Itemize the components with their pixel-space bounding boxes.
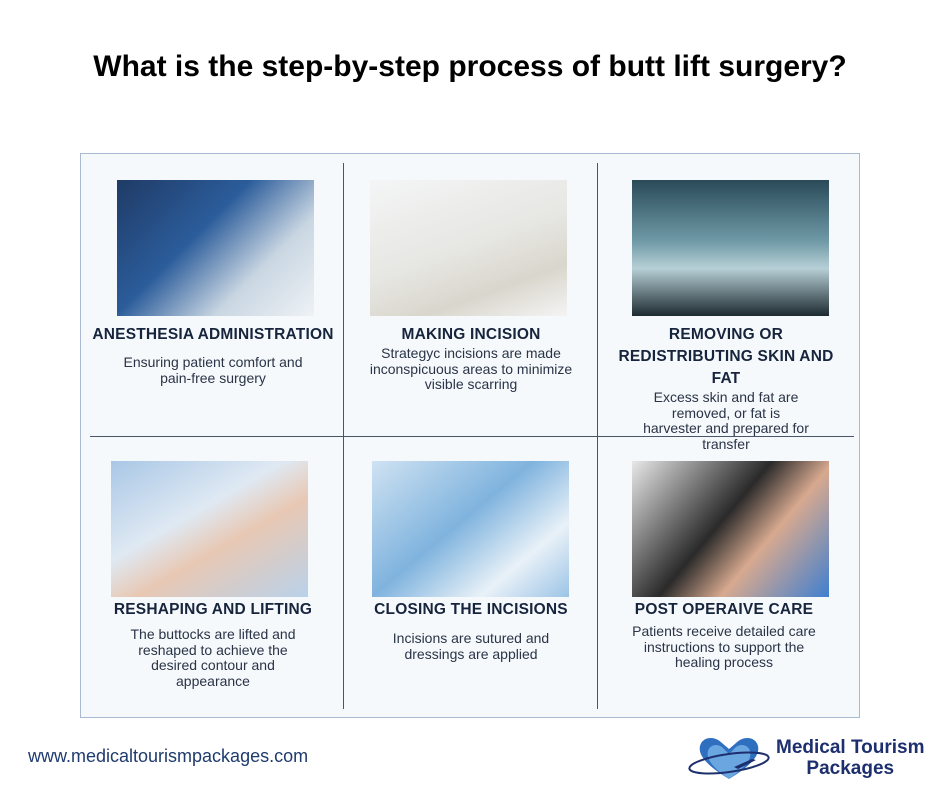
step-description: Incisions are sutured and dressings are …: [392, 630, 550, 662]
step-card: POST OPERAIVE CARE Patients receive deta…: [599, 599, 849, 671]
step-description: Ensuring patient comfort and pain-free s…: [123, 354, 303, 386]
logo-line2: Packages: [806, 758, 895, 779]
step-card: RESHAPING AND LIFTING The buttocks are l…: [88, 599, 338, 689]
website-url[interactable]: www.medicaltourismpackages.com: [28, 746, 309, 766]
step-description: Strategyc incisions are made inconspicuo…: [369, 345, 573, 392]
step-title: ANESTHESIA ADMINISTRATION: [92, 326, 334, 343]
page-title: What is the step-by-step process of butt…: [93, 50, 847, 83]
step-title: CLOSING THE INCISIONS: [374, 601, 568, 618]
brand-logo: Medical Tourism Packages: [686, 733, 925, 783]
operating-room-photo: [632, 180, 829, 316]
scalpel-photo: [370, 180, 567, 316]
step-card: ANESTHESIA ADMINISTRATION Ensuring patie…: [88, 324, 338, 386]
step-card: MAKING INCISION Strategyc incisions are …: [346, 324, 596, 393]
step-description: Excess skin and fat are removed, or fat …: [643, 389, 809, 452]
step-title: POST OPERAIVE CARE: [634, 601, 814, 618]
logo-line1: Medical Tourism: [776, 737, 925, 758]
reshaping-photo: [111, 461, 308, 597]
steps-panel: ANESTHESIA ADMINISTRATION Ensuring patie…: [80, 153, 860, 718]
suturing-photo: [372, 461, 569, 597]
step-title: REMOVING OR REDISTRIBUTING SKIN AND FAT: [618, 326, 834, 387]
step-title: MAKING INCISION: [401, 326, 541, 343]
stethoscope-photo: [632, 461, 829, 597]
step-card: CLOSING THE INCISIONS Incisions are sutu…: [346, 599, 596, 662]
divider: [90, 436, 854, 437]
heart-plane-icon: [688, 737, 770, 779]
step-description: Patients receive detailed care instructi…: [632, 623, 816, 670]
step-card: REMOVING OR REDISTRIBUTING SKIN AND FAT …: [601, 324, 851, 452]
step-title: RESHAPING AND LIFTING: [113, 601, 313, 618]
anesthesia-photo: [117, 180, 314, 316]
step-description: The buttocks are lifted and reshaped to …: [130, 626, 296, 689]
